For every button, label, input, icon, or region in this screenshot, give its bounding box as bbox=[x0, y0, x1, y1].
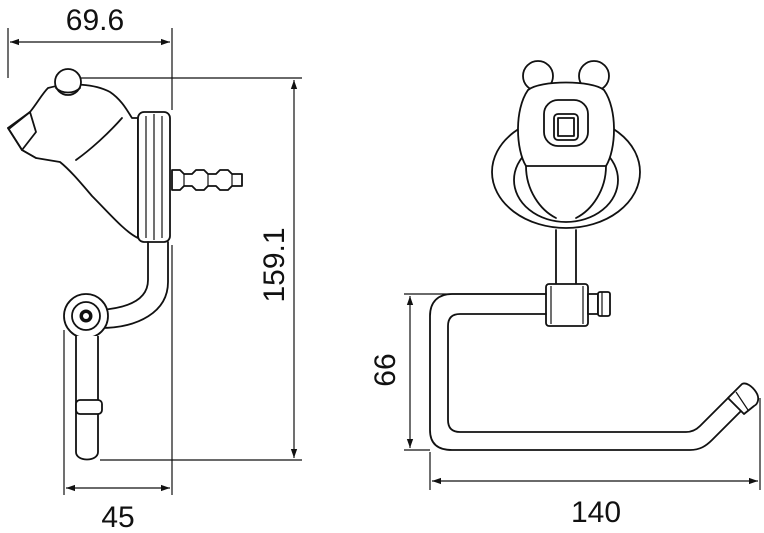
dimension-label-159-1: 159.1 bbox=[258, 227, 291, 302]
dimension-label-45: 45 bbox=[101, 501, 134, 533]
dimension-height: 159.1 bbox=[80, 77, 302, 461]
dimension-length: 140 bbox=[429, 398, 761, 529]
dimension-label-69-6: 69.6 bbox=[66, 4, 124, 37]
dimension-depth: 66 bbox=[369, 293, 546, 451]
side-arm bbox=[63, 241, 169, 461]
dimension-top-width: 69.6 bbox=[7, 4, 173, 110]
dimension-bottom-width: 45 bbox=[63, 245, 173, 533]
front-stem bbox=[545, 229, 611, 327]
front-view: 66 140 bbox=[369, 60, 761, 529]
dimension-label-66: 66 bbox=[369, 353, 402, 386]
dimension-label-140: 140 bbox=[571, 496, 621, 529]
front-bear-head bbox=[491, 60, 641, 229]
wall-anchor bbox=[171, 169, 243, 191]
side-bear-head bbox=[7, 68, 171, 243]
side-view: 69.6 159.1 45 bbox=[7, 4, 302, 533]
front-holder-loop bbox=[429, 293, 760, 451]
